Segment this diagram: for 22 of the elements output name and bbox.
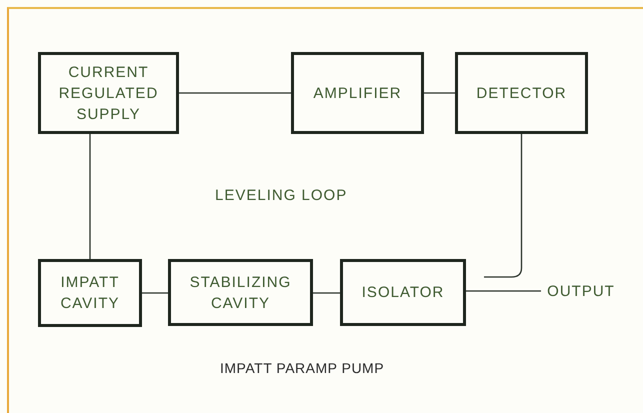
connector-line xyxy=(89,134,91,259)
block-label: DETECTOR xyxy=(476,84,567,104)
block-label: STABILIZING CAVITY xyxy=(188,272,292,314)
block-box xyxy=(168,259,313,326)
block-box xyxy=(291,52,424,134)
block-box xyxy=(455,52,588,134)
connector-line xyxy=(466,290,541,292)
block-label: ISOLATOR xyxy=(362,283,444,303)
block-box xyxy=(340,259,466,326)
block-label: CURRENT REGULATED SUPPLY xyxy=(58,62,160,124)
caption: IMPATT PARAMP PUMP xyxy=(220,360,384,376)
loop-label: LEVELING LOOP xyxy=(215,187,348,204)
block-label: IMPATT CAVITY xyxy=(59,273,121,314)
block-box xyxy=(38,52,179,134)
connector-line xyxy=(313,292,340,294)
connector-line xyxy=(179,92,291,94)
connector-line xyxy=(424,92,455,94)
connector-line xyxy=(484,134,522,278)
output-label: OUTPUT xyxy=(547,282,615,302)
connector-line xyxy=(142,292,168,294)
block-box xyxy=(38,259,142,327)
block-label: AMPLIFIER xyxy=(313,84,402,104)
